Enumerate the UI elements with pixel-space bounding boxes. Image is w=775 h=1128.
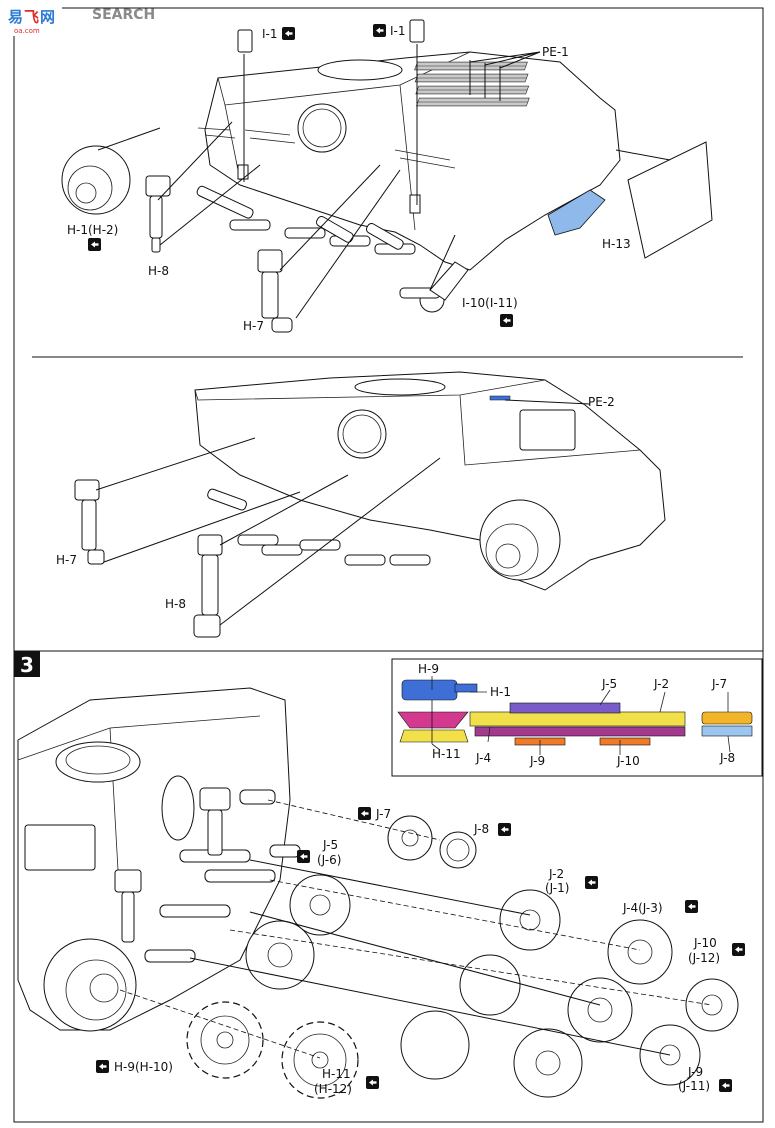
glue-icon [96,1060,109,1073]
label-j5: J-5 [322,838,338,852]
label-j11: (J-11) [678,1079,710,1093]
glue-icon [498,823,511,836]
glue-icon [297,850,310,863]
svg-text:飞: 飞 [24,8,39,26]
inset-label-h11: H-11 [432,747,461,761]
panel-3-drawing [17,687,739,1099]
inset-label-j5: J-5 [601,677,617,691]
glue-icon [685,900,698,913]
label-pe2: PE-2 [588,395,615,409]
glue-icon [88,238,101,251]
glue-icon [719,1079,732,1092]
road-wheels [245,815,739,1098]
label-pe1: PE-1 [542,45,569,59]
glue-icon [500,314,513,327]
label-j8: J-8 [473,822,489,836]
label-h13: H-13 [602,237,631,251]
inset-label-h9: H-9 [418,662,439,676]
inset-label-j4: J-4 [475,751,491,765]
label-h9-h10: H-9(H-10) [114,1060,173,1074]
shock-absorber-h8 [145,175,171,253]
label-i1-left: I-1 [262,27,278,41]
inset-label-j9: J-9 [529,754,545,768]
watermark-sub: oa.com [14,27,40,35]
inset-labels: H-9 H-1 H-11 J-5 J-2 J-7 J-4 J-9 J-10 J-… [418,662,735,768]
label-h8: H-8 [148,264,169,278]
label-h12: (H-12) [314,1082,352,1096]
label-i1-right: I-1 [390,24,406,38]
label-h7: H-7 [56,553,77,567]
step-number-badge [14,651,40,677]
shock-absorber-h7 [257,249,293,333]
inset-label-j8: J-8 [719,751,735,765]
inset-label-j7: J-7 [711,677,727,691]
sprockets [186,1001,359,1099]
idler-arm [399,261,469,313]
label-j10: J-10 [693,936,717,950]
glue-icon [732,943,745,956]
watermark-logo-icon: 易 飞 网 oa.com [4,6,62,36]
inset-label-h1: H-1 [490,685,511,699]
panel-3-labels: J-7 J-8 J-5 (J-6) J-2 (J-1) J-4(J-3) J-1… [96,807,745,1096]
panel-1-drawing [61,19,713,333]
label-j1: (J-1) [545,881,569,895]
label-j2: J-2 [548,867,564,881]
label-j4-j3: J-4(J-3) [622,901,663,915]
label-j7: J-7 [375,807,391,821]
inset-color-key [391,658,763,777]
inset-label-j10: J-10 [616,754,640,768]
label-h1-h2: H-1(H-2) [67,223,118,237]
svg-text:易: 易 [8,8,23,26]
step-number: 3 [20,653,34,677]
panel-2-labels: PE-2 H-7 H-8 [56,395,615,611]
label-i10-i11: I-10(I-11) [462,296,518,310]
label-j12: (J-12) [688,951,720,965]
glue-icon [373,24,386,37]
label-h8: H-8 [165,597,186,611]
svg-text:网: 网 [40,8,55,26]
panel-1-labels: I-1 I-1 PE-1 H-1(H-2) H-8 H-7 I-10(I-11)… [67,24,631,333]
label-h7: H-7 [243,319,264,333]
glue-icon [366,1076,379,1089]
label-h11: H-11 [322,1067,351,1081]
glue-icon [282,27,295,40]
glue-icon [358,807,371,820]
label-j6: (J-6) [317,853,341,867]
glue-icon [585,876,598,889]
label-j9: J-9 [687,1065,703,1079]
inset-label-j2: J-2 [653,677,669,691]
watermark-brand: SEARCH [92,7,155,23]
panel-2-drawing [74,371,666,638]
